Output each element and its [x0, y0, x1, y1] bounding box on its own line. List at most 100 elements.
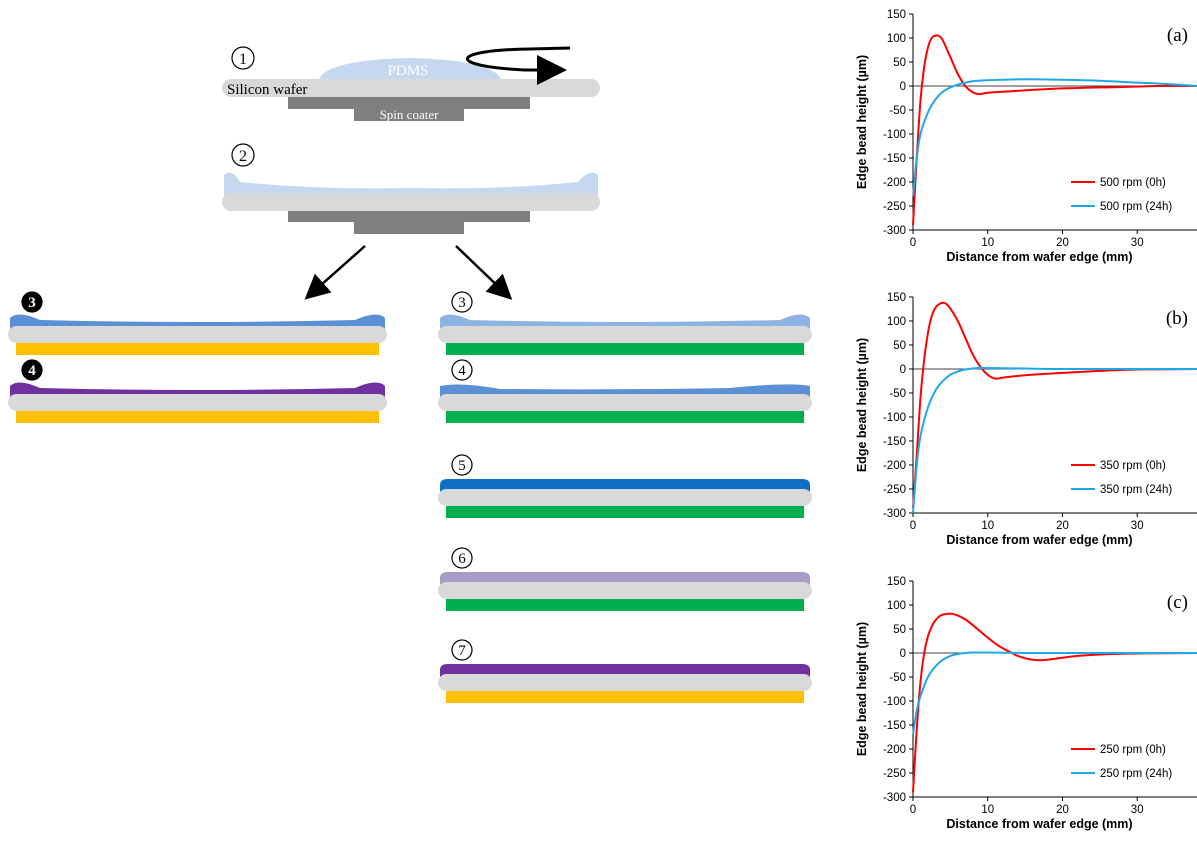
y-tick-label: -300 [883, 508, 906, 520]
step-1-number: 1 [239, 51, 247, 68]
x-tick-label: 30 [1131, 237, 1144, 249]
y-tick-label: 50 [893, 340, 906, 352]
y-tick-label: -200 [883, 177, 906, 189]
legend-label-1: 250 rpm (24h) [1100, 768, 1172, 780]
split-arrow-left-icon [304, 245, 366, 300]
left-step-marker-0 [21, 291, 43, 313]
rotation-arrow-icon [466, 47, 567, 85]
pdms-label: PDMS [388, 63, 429, 79]
right-silicon-wafer-3 [438, 582, 812, 599]
x-tick-label: 30 [1131, 804, 1144, 816]
y-tick-label: 50 [893, 624, 906, 636]
y-axis-title: Edge bead height (µm) [855, 622, 869, 756]
legend-label-1: 500 rpm (24h) [1100, 201, 1172, 213]
y-tick-label: 150 [887, 576, 906, 588]
left-branch: 34 [8, 291, 387, 423]
y-tick-label: -200 [883, 460, 906, 472]
y-tick-label: -50 [889, 105, 906, 117]
y-tick-label: -50 [889, 672, 906, 684]
spin-coater-base-2 [354, 222, 464, 234]
step-2-group: 2 [222, 143, 600, 234]
y-tick-label: -100 [883, 129, 906, 141]
right-step-marker-1 [451, 359, 473, 381]
x-tick-label: 10 [981, 237, 994, 249]
y-tick-label: -300 [883, 225, 906, 237]
y-tick-label: -200 [883, 744, 906, 756]
right-silicon-wafer-0 [438, 326, 812, 343]
x-axis-title: Distance from wafer edge (mm) [946, 533, 1132, 547]
spin-coater-base [354, 109, 464, 121]
y-tick-label: 50 [893, 57, 906, 69]
legend-label-0: 500 rpm (0h) [1100, 177, 1166, 189]
legend-label-1: 350 rpm (24h) [1100, 484, 1172, 496]
right-hotplate-1 [446, 411, 804, 423]
y-tick-label: 150 [887, 292, 906, 304]
right-hotplate-4 [446, 691, 804, 703]
silicon-wafer-1 [222, 79, 600, 97]
right-branch: 3 4 5 6 7 [438, 291, 812, 703]
legend-label-0: 250 rpm (0h) [1100, 744, 1166, 756]
y-tick-label: -150 [883, 153, 906, 165]
y-tick-label: -250 [883, 484, 906, 496]
y-tick-label: -50 [889, 388, 906, 400]
right-hotplate-2 [446, 506, 804, 518]
legend-label-0: 350 rpm (0h) [1100, 460, 1166, 472]
right-silicon-wafer-1 [438, 394, 812, 411]
right-step-number-4: 7 [458, 643, 466, 659]
series-line-1 [912, 651, 1197, 735]
panel-label: (a) [1167, 25, 1188, 46]
left-stack-1: 4 [8, 359, 387, 423]
right-step-marker-4 [451, 639, 473, 661]
right-stack-0: 3 [438, 291, 812, 355]
series-line-0 [912, 34, 1197, 226]
left-step-number-1: 4 [28, 363, 36, 379]
x-tick-label: 20 [1056, 237, 1069, 249]
x-tick-label: 0 [910, 237, 916, 249]
pdms-drop [318, 58, 502, 82]
panel-label: (b) [1166, 308, 1188, 329]
left-hotplate-1 [16, 411, 379, 423]
y-tick-label: -250 [883, 768, 906, 780]
right-stack-3: 6 [438, 547, 812, 611]
series-line-1 [912, 366, 1197, 514]
y-tick-label: -250 [883, 201, 906, 213]
x-tick-label: 20 [1056, 804, 1069, 816]
series-line-0 [912, 301, 1197, 509]
right-hotplate-3 [446, 599, 804, 611]
step-1-group: 1 PDMS Silicon wafer Spin coater [222, 46, 600, 122]
silicon-wafer-2 [222, 193, 600, 211]
right-step-number-1: 4 [458, 363, 466, 379]
right-step-marker-2 [451, 454, 473, 476]
y-tick-label: 0 [900, 364, 906, 376]
right-step-number-3: 6 [458, 551, 466, 567]
series-line-1 [912, 78, 1197, 197]
right-stack-1: 4 [438, 359, 812, 423]
step-2-marker [231, 143, 255, 167]
x-tick-label: 20 [1056, 520, 1069, 532]
spin-chuck [288, 97, 530, 109]
left-silicon-wafer-0 [8, 326, 387, 343]
right-step-number-0: 3 [458, 295, 466, 311]
x-tick-label: 0 [910, 520, 916, 532]
right-silicon-wafer-2 [438, 489, 812, 506]
x-axis-title: Distance from wafer edge (mm) [946, 817, 1132, 831]
x-tick-label: 10 [981, 804, 994, 816]
panel-label: (c) [1167, 592, 1188, 613]
left-hotplate-0 [16, 343, 379, 355]
edge-bead-film [224, 172, 598, 196]
right-stack-2: 5 [438, 454, 812, 518]
y-tick-label: -150 [883, 720, 906, 732]
right-hotplate-0 [446, 343, 804, 355]
split-arrow-right-icon [455, 245, 513, 300]
y-tick-label: 100 [887, 33, 906, 45]
y-tick-label: 0 [900, 648, 906, 660]
y-axis-title: Edge bead height (µm) [855, 55, 869, 189]
right-step-marker-0 [451, 291, 473, 313]
y-tick-label: -100 [883, 696, 906, 708]
step-2-number: 2 [239, 148, 247, 165]
left-step-marker-1 [21, 359, 43, 381]
y-axis-title: Edge bead height (µm) [855, 338, 869, 472]
